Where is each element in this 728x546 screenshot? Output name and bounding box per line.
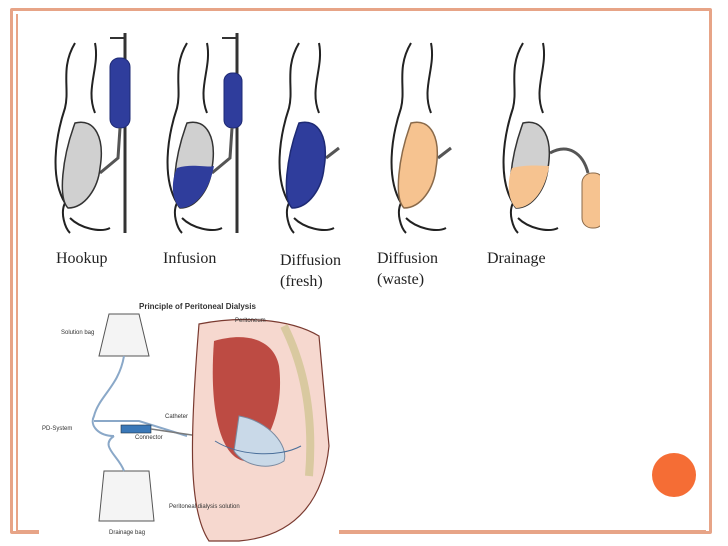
pd-diagram-drawing <box>39 296 339 546</box>
slide-frame <box>10 8 712 534</box>
label-pd-system: PD-System <box>42 426 73 432</box>
label-pd-solution: Peritoneal dialysis solution <box>169 504 240 510</box>
caption-diffusion-fresh-line2: (fresh) <box>280 273 323 290</box>
caption-drainage: Drainage <box>487 250 546 267</box>
caption-infusion: Infusion <box>163 250 217 267</box>
stage-drainage-figure <box>502 42 600 234</box>
caption-diffusion-fresh-line1: Diffusion <box>280 252 342 269</box>
peritoneal-dialysis-diagram: Principle of Peritoneal Dialysis Solutio… <box>39 296 339 546</box>
stage-infusion-figure <box>166 33 243 234</box>
stage-diffusion-waste-figure <box>390 42 452 234</box>
label-solution-bag: Solution bag <box>61 330 95 336</box>
caption-hookup: Hookup <box>56 250 108 267</box>
caption-diffusion-waste-line2: (waste) <box>377 271 425 288</box>
pd-diagram-title: Principle of Peritoneal Dialysis <box>139 302 256 311</box>
caption-diffusion-waste-line1: Diffusion <box>377 250 439 267</box>
stage-diffusion-fresh-figure <box>278 42 340 234</box>
label-drainage-bag: Drainage bag <box>109 530 146 536</box>
label-peritoneum: Peritoneum <box>235 318 266 324</box>
label-connector: Connector <box>135 435 163 441</box>
pd-stages-illustration <box>54 33 600 234</box>
stage-hookup-figure <box>54 33 131 234</box>
accent-circle <box>652 453 696 497</box>
slide-frame-inner <box>16 14 706 532</box>
label-catheter: Catheter <box>165 414 189 420</box>
